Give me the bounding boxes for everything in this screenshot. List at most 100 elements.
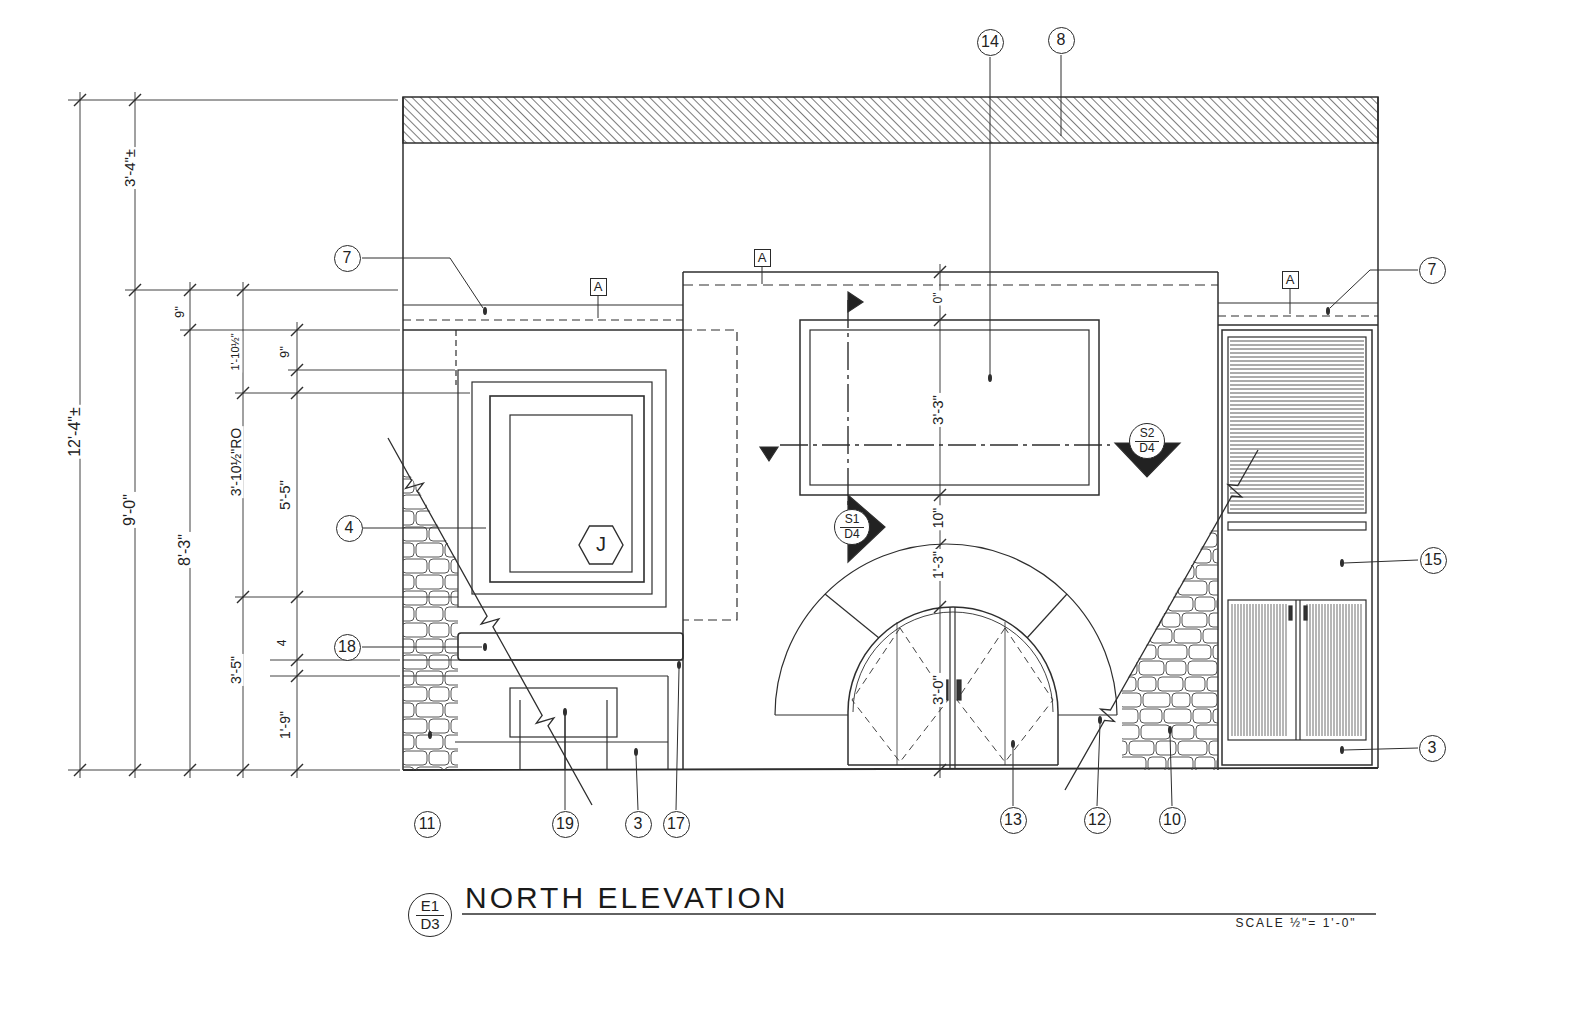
node-text: 10 bbox=[1163, 812, 1181, 829]
cabinet-edge bbox=[667, 676, 668, 770]
stone bbox=[451, 719, 480, 733]
stone bbox=[451, 751, 480, 765]
stone bbox=[1119, 597, 1146, 611]
stone bbox=[445, 479, 463, 493]
stone bbox=[1172, 533, 1190, 547]
stone bbox=[1156, 581, 1176, 595]
stone bbox=[445, 703, 463, 717]
stone bbox=[1109, 549, 1138, 563]
stone bbox=[445, 671, 463, 685]
louver bbox=[1230, 425, 1364, 426]
louver-panel bbox=[1228, 337, 1366, 513]
dimension-text: 3'-5" bbox=[229, 654, 244, 686]
stone bbox=[1209, 581, 1231, 595]
stone bbox=[1178, 741, 1207, 755]
dimension-text: 1'-3" bbox=[931, 549, 946, 581]
stone bbox=[392, 607, 414, 621]
dimension-text: 3'-0" bbox=[930, 673, 946, 707]
leader-dot bbox=[634, 748, 638, 756]
door-handle bbox=[1289, 606, 1292, 620]
hidden-line bbox=[455, 330, 456, 385]
stone bbox=[1172, 725, 1194, 739]
louver bbox=[1230, 449, 1364, 450]
stone bbox=[416, 671, 443, 685]
soffit-line bbox=[403, 304, 683, 305]
stone bbox=[1213, 709, 1238, 723]
louver bbox=[1230, 441, 1364, 442]
door-panel-line bbox=[897, 622, 898, 765]
callout-number: 14 bbox=[977, 29, 1004, 56]
louver bbox=[1230, 445, 1364, 446]
louver bbox=[1230, 469, 1364, 470]
door-handle bbox=[957, 680, 961, 700]
node-text: 14 bbox=[981, 34, 999, 51]
section-line bbox=[780, 444, 1110, 445]
leader-line bbox=[1290, 289, 1291, 314]
stone bbox=[1158, 517, 1183, 531]
stone bbox=[1195, 757, 1215, 771]
louver bbox=[1230, 345, 1364, 346]
louver bbox=[1230, 369, 1364, 370]
floor-line bbox=[403, 768, 1378, 770]
node-text: 19 bbox=[556, 816, 574, 833]
soffit-line bbox=[1218, 315, 1378, 316]
leader-dot bbox=[1340, 559, 1344, 567]
callout-number: 15 bbox=[1420, 547, 1447, 574]
stone bbox=[1168, 597, 1193, 611]
stone bbox=[392, 767, 414, 781]
opening-jamb bbox=[847, 712, 849, 765]
stone bbox=[392, 543, 414, 557]
leader-dot bbox=[483, 307, 487, 315]
dimension-text: 12'-4"± bbox=[67, 405, 84, 459]
callout-number: 7 bbox=[334, 245, 361, 272]
stone bbox=[1119, 693, 1141, 707]
fire-tool bbox=[519, 700, 520, 770]
ledge-line bbox=[403, 659, 683, 660]
stone bbox=[402, 623, 427, 637]
node-text: 12 bbox=[1088, 812, 1106, 829]
mirror-glass bbox=[810, 330, 1089, 485]
cabinet-doors bbox=[1228, 600, 1366, 740]
stone bbox=[429, 463, 449, 477]
stone bbox=[1189, 645, 1211, 659]
dimension-text: 3'-10½"RO bbox=[229, 426, 244, 498]
louver bbox=[1230, 413, 1364, 414]
stone bbox=[1143, 533, 1170, 547]
stone bbox=[1195, 597, 1215, 611]
stone bbox=[1138, 677, 1156, 691]
section-marker: S2D4 bbox=[1129, 423, 1165, 459]
door-panel-line bbox=[1005, 622, 1006, 765]
ceiling-structure bbox=[403, 97, 1378, 143]
dimension-line bbox=[243, 282, 244, 778]
stone bbox=[1168, 757, 1193, 771]
chimney-top bbox=[683, 271, 1218, 273]
stone bbox=[1158, 645, 1187, 659]
hidden-recess bbox=[683, 330, 737, 620]
stone bbox=[416, 479, 443, 493]
dimension-text: 3'-3" bbox=[930, 393, 946, 427]
extension-line bbox=[180, 330, 400, 331]
louver bbox=[1230, 365, 1364, 366]
stone bbox=[429, 591, 449, 605]
stone bbox=[392, 703, 414, 717]
door-meeting bbox=[1299, 600, 1300, 740]
callout-number: 17 bbox=[663, 811, 690, 838]
door-slat bbox=[1265, 604, 1266, 736]
drawing-marker: E1D3 bbox=[408, 893, 452, 937]
louver bbox=[1230, 433, 1364, 434]
leader-dot bbox=[1011, 740, 1015, 748]
stone bbox=[1119, 629, 1148, 643]
leader-line bbox=[1344, 748, 1418, 750]
stone bbox=[1172, 565, 1194, 579]
stone bbox=[1193, 709, 1211, 723]
dimension-text: 1'-10½" bbox=[230, 331, 242, 372]
stone bbox=[1133, 613, 1160, 627]
louver bbox=[1230, 437, 1364, 438]
arch-outer bbox=[775, 544, 1117, 715]
stone bbox=[402, 527, 427, 541]
stone bbox=[1158, 677, 1183, 691]
stone bbox=[1109, 581, 1127, 595]
stone bbox=[1138, 517, 1156, 531]
door-slat bbox=[1277, 604, 1278, 736]
stone bbox=[445, 511, 463, 525]
